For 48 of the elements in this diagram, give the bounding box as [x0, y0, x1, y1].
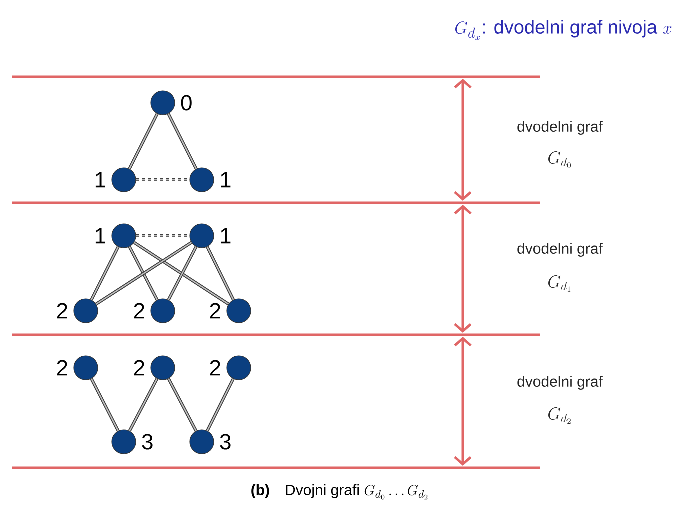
graph-edge — [90, 246, 120, 301]
graph-vertex: 3 — [190, 430, 231, 454]
graph-vertex: 2 — [57, 356, 98, 380]
node-label: 1 — [96, 172, 106, 188]
level-symbol: $G_{d_0}$ — [548, 152, 571, 168]
graph-edge — [128, 378, 159, 432]
level-label: dvodelni graf — [518, 243, 603, 257]
graph-edge — [128, 246, 159, 301]
graph-edge — [167, 378, 198, 432]
level-label: dvodelni graf — [518, 121, 603, 135]
graph-vertex: 1 — [190, 168, 231, 192]
level-symbol: $G_{d_2}$ — [548, 408, 571, 424]
graph-vertex: 2 — [134, 356, 176, 380]
graph-vertex: 2 — [210, 298, 252, 324]
graph-edge — [90, 378, 120, 432]
graph-edge — [206, 378, 235, 432]
node-label: 2 — [57, 360, 68, 376]
node-label: 2 — [210, 303, 220, 319]
graph-edge — [206, 246, 235, 301]
graph-edge — [128, 113, 159, 170]
graph-vertex: 2 — [210, 356, 252, 380]
graph-vertex: 1 — [96, 168, 136, 192]
graph-vertex: 2 — [57, 298, 98, 324]
graph-edge — [167, 113, 198, 170]
node-label: 1 — [221, 172, 231, 188]
graph-vertex: 3 — [112, 430, 153, 454]
graph-vertex: 0 — [150, 90, 192, 116]
node-label: 1 — [221, 228, 231, 244]
caption: $\textbf{(b)}\quad\text{Dvojni grafi }G_{d_0}\ldots G_{d_2}$ — [252, 484, 428, 500]
node-label: 2 — [57, 303, 68, 319]
graph-vertex: 1 — [96, 224, 136, 248]
graph-edge — [136, 234, 190, 238]
node-label: 3 — [220, 434, 231, 450]
graph-edge — [96, 241, 193, 306]
level-label: dvodelni graf — [518, 376, 603, 390]
node-label: 2 — [134, 360, 144, 376]
graph-edge — [133, 241, 230, 306]
graph-vertex: 1 — [190, 224, 231, 248]
graph-edge — [136, 178, 190, 182]
graph-vertex: 2 — [134, 298, 176, 324]
level-symbol: $G_{d_1}$ — [548, 276, 571, 292]
graph-edge — [167, 246, 198, 301]
node-label: 2 — [210, 360, 220, 376]
node-label: 3 — [142, 434, 153, 450]
node-label: 0 — [181, 95, 192, 111]
node-label: 2 — [134, 303, 144, 319]
title: $G_{d_x}\text{: dvodelni graf nivoja }x$ — [456, 20, 672, 40]
node-label: 1 — [96, 228, 106, 244]
